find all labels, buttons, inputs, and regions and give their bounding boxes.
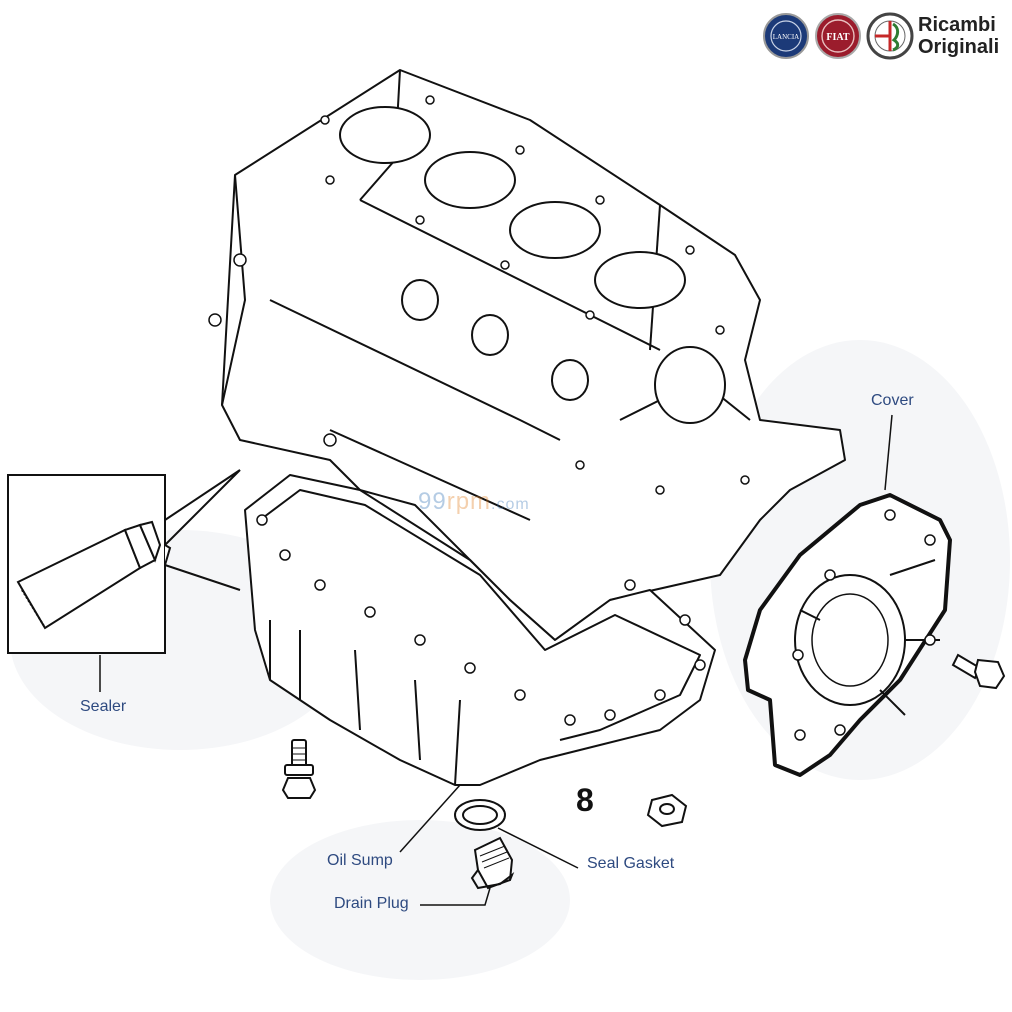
leader-seal-gasket xyxy=(497,827,579,869)
label-sealer: Sealer xyxy=(80,698,127,715)
sealer-inset xyxy=(7,469,241,654)
watermark-mid: rpm xyxy=(446,488,492,515)
sump-flange-bolts xyxy=(256,514,706,726)
leader-lines xyxy=(99,414,893,906)
fiat-logo: FIAT xyxy=(815,13,861,59)
leader-oil-sump xyxy=(399,784,461,853)
figure-number: 8 xyxy=(576,782,594,818)
leader-cover xyxy=(884,414,893,491)
lancia-logo-text: LANCIA xyxy=(773,33,799,41)
sealer-tube-icon xyxy=(16,520,162,630)
block-bolt-holes xyxy=(208,95,750,495)
watermark-prefix: 99 xyxy=(418,488,447,515)
watermark-suffix: .com xyxy=(491,496,530,513)
cover-bolt-holes xyxy=(792,509,936,741)
lancia-logo: LANCIA xyxy=(763,13,809,59)
oil-sump xyxy=(244,474,716,786)
cover-part xyxy=(743,493,952,777)
alfa-romeo-logo xyxy=(866,12,914,60)
watermark: 99rpm.com xyxy=(418,488,530,516)
brand-line-2: Originali xyxy=(918,36,1000,58)
label-drain-plug: Drain Plug xyxy=(334,895,409,912)
nut-part xyxy=(646,793,688,828)
stud-bolt xyxy=(281,739,317,799)
brand-logos: LANCIA FIAT xyxy=(763,12,914,60)
label-oil-sump: Oil Sump xyxy=(327,852,393,869)
cover-bolt xyxy=(951,653,1006,690)
label-seal-gasket: Seal Gasket xyxy=(587,855,675,872)
cylinder-bores xyxy=(339,106,686,309)
drain-plug-part xyxy=(470,836,515,890)
label-cover: Cover xyxy=(871,392,914,409)
brand-line-1: Ricambi xyxy=(918,14,996,36)
seal-gasket-part xyxy=(454,799,506,831)
leader-drain-plug xyxy=(420,887,491,906)
fiat-logo-text: FIAT xyxy=(826,32,849,43)
